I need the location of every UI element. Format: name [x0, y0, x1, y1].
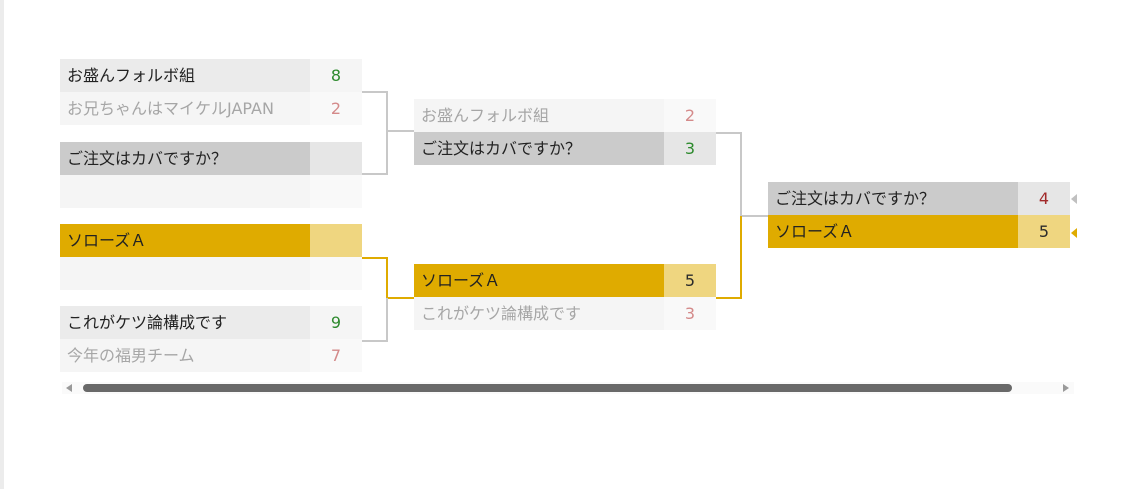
team-name: これがケツ論構成です [60, 306, 310, 339]
final-match: ご注文はカバですか？ 4 ソローズＡ 5 [768, 182, 1070, 248]
team-name: ご注文はカバですか？ [768, 182, 1018, 215]
team-row[interactable]: ソローズＡ [60, 224, 362, 257]
team-row[interactable]: ご注文はカバですか？ 4 [768, 182, 1070, 215]
team-row[interactable]: お盛んフォルボ組 2 [414, 99, 716, 132]
team-name: お盛んフォルボ組 [414, 99, 664, 132]
team-score [310, 142, 362, 175]
team-row[interactable]: ソローズＡ 5 [414, 264, 716, 297]
team-name: ソローズＡ [768, 215, 1018, 248]
team-score [310, 224, 362, 257]
team-score: 8 [310, 59, 362, 92]
team-score: 5 [664, 264, 716, 297]
team-name: ソローズＡ [414, 264, 664, 297]
team-row[interactable]: ご注文はカバですか？ [60, 142, 362, 175]
team-score: 2 [310, 92, 362, 125]
team-name: これがケツ論構成です [414, 297, 664, 330]
round2-match-2: ソローズＡ 5 これがケツ論構成です 3 [414, 264, 716, 330]
team-name: ご注文はカバですか？ [414, 132, 664, 165]
team-score: 5 [1018, 215, 1070, 248]
team-name: お盛んフォルボ組 [60, 59, 310, 92]
team-score: 9 [310, 306, 362, 339]
team-name: お兄ちゃんはマイケルJAPAN [60, 92, 310, 125]
team-score [310, 257, 362, 290]
team-row[interactable]: これがケツ論構成です 9 [60, 306, 362, 339]
final-top-pointer-icon [1071, 194, 1077, 204]
team-name [60, 175, 310, 208]
horizontal-scrollbar-thumb[interactable] [83, 384, 1012, 392]
round1-match-4: これがケツ論構成です 9 今年の福男チーム 7 [60, 306, 362, 372]
team-name: ご注文はカバですか？ [60, 142, 310, 175]
team-score: 3 [664, 132, 716, 165]
team-score [310, 175, 362, 208]
team-row[interactable]: 今年の福男チーム 7 [60, 339, 362, 372]
team-score: 7 [310, 339, 362, 372]
team-row[interactable]: これがケツ論構成です 3 [414, 297, 716, 330]
team-name: ソローズＡ [60, 224, 310, 257]
final-bottom-pointer-icon [1071, 228, 1077, 238]
team-score: 2 [664, 99, 716, 132]
round1-match-2: ご注文はカバですか？ [60, 142, 362, 208]
team-row[interactable]: ソローズＡ 5 [768, 215, 1070, 248]
team-row[interactable]: お兄ちゃんはマイケルJAPAN 2 [60, 92, 362, 125]
round2-match-1: お盛んフォルボ組 2 ご注文はカバですか？ 3 [414, 99, 716, 165]
team-name: 今年の福男チーム [60, 339, 310, 372]
team-row[interactable] [60, 175, 362, 208]
team-row[interactable]: お盛んフォルボ組 8 [60, 59, 362, 92]
team-score: 3 [664, 297, 716, 330]
team-row[interactable] [60, 257, 362, 290]
scroll-right-arrow-icon[interactable] [1063, 384, 1069, 392]
left-edge-strip [0, 0, 4, 489]
team-name [60, 257, 310, 290]
scroll-left-arrow-icon[interactable] [66, 384, 72, 392]
round1-match-3: ソローズＡ [60, 224, 362, 290]
team-score: 4 [1018, 182, 1070, 215]
team-row[interactable]: ご注文はカバですか？ 3 [414, 132, 716, 165]
round1-match-1: お盛んフォルボ組 8 お兄ちゃんはマイケルJAPAN 2 [60, 59, 362, 125]
